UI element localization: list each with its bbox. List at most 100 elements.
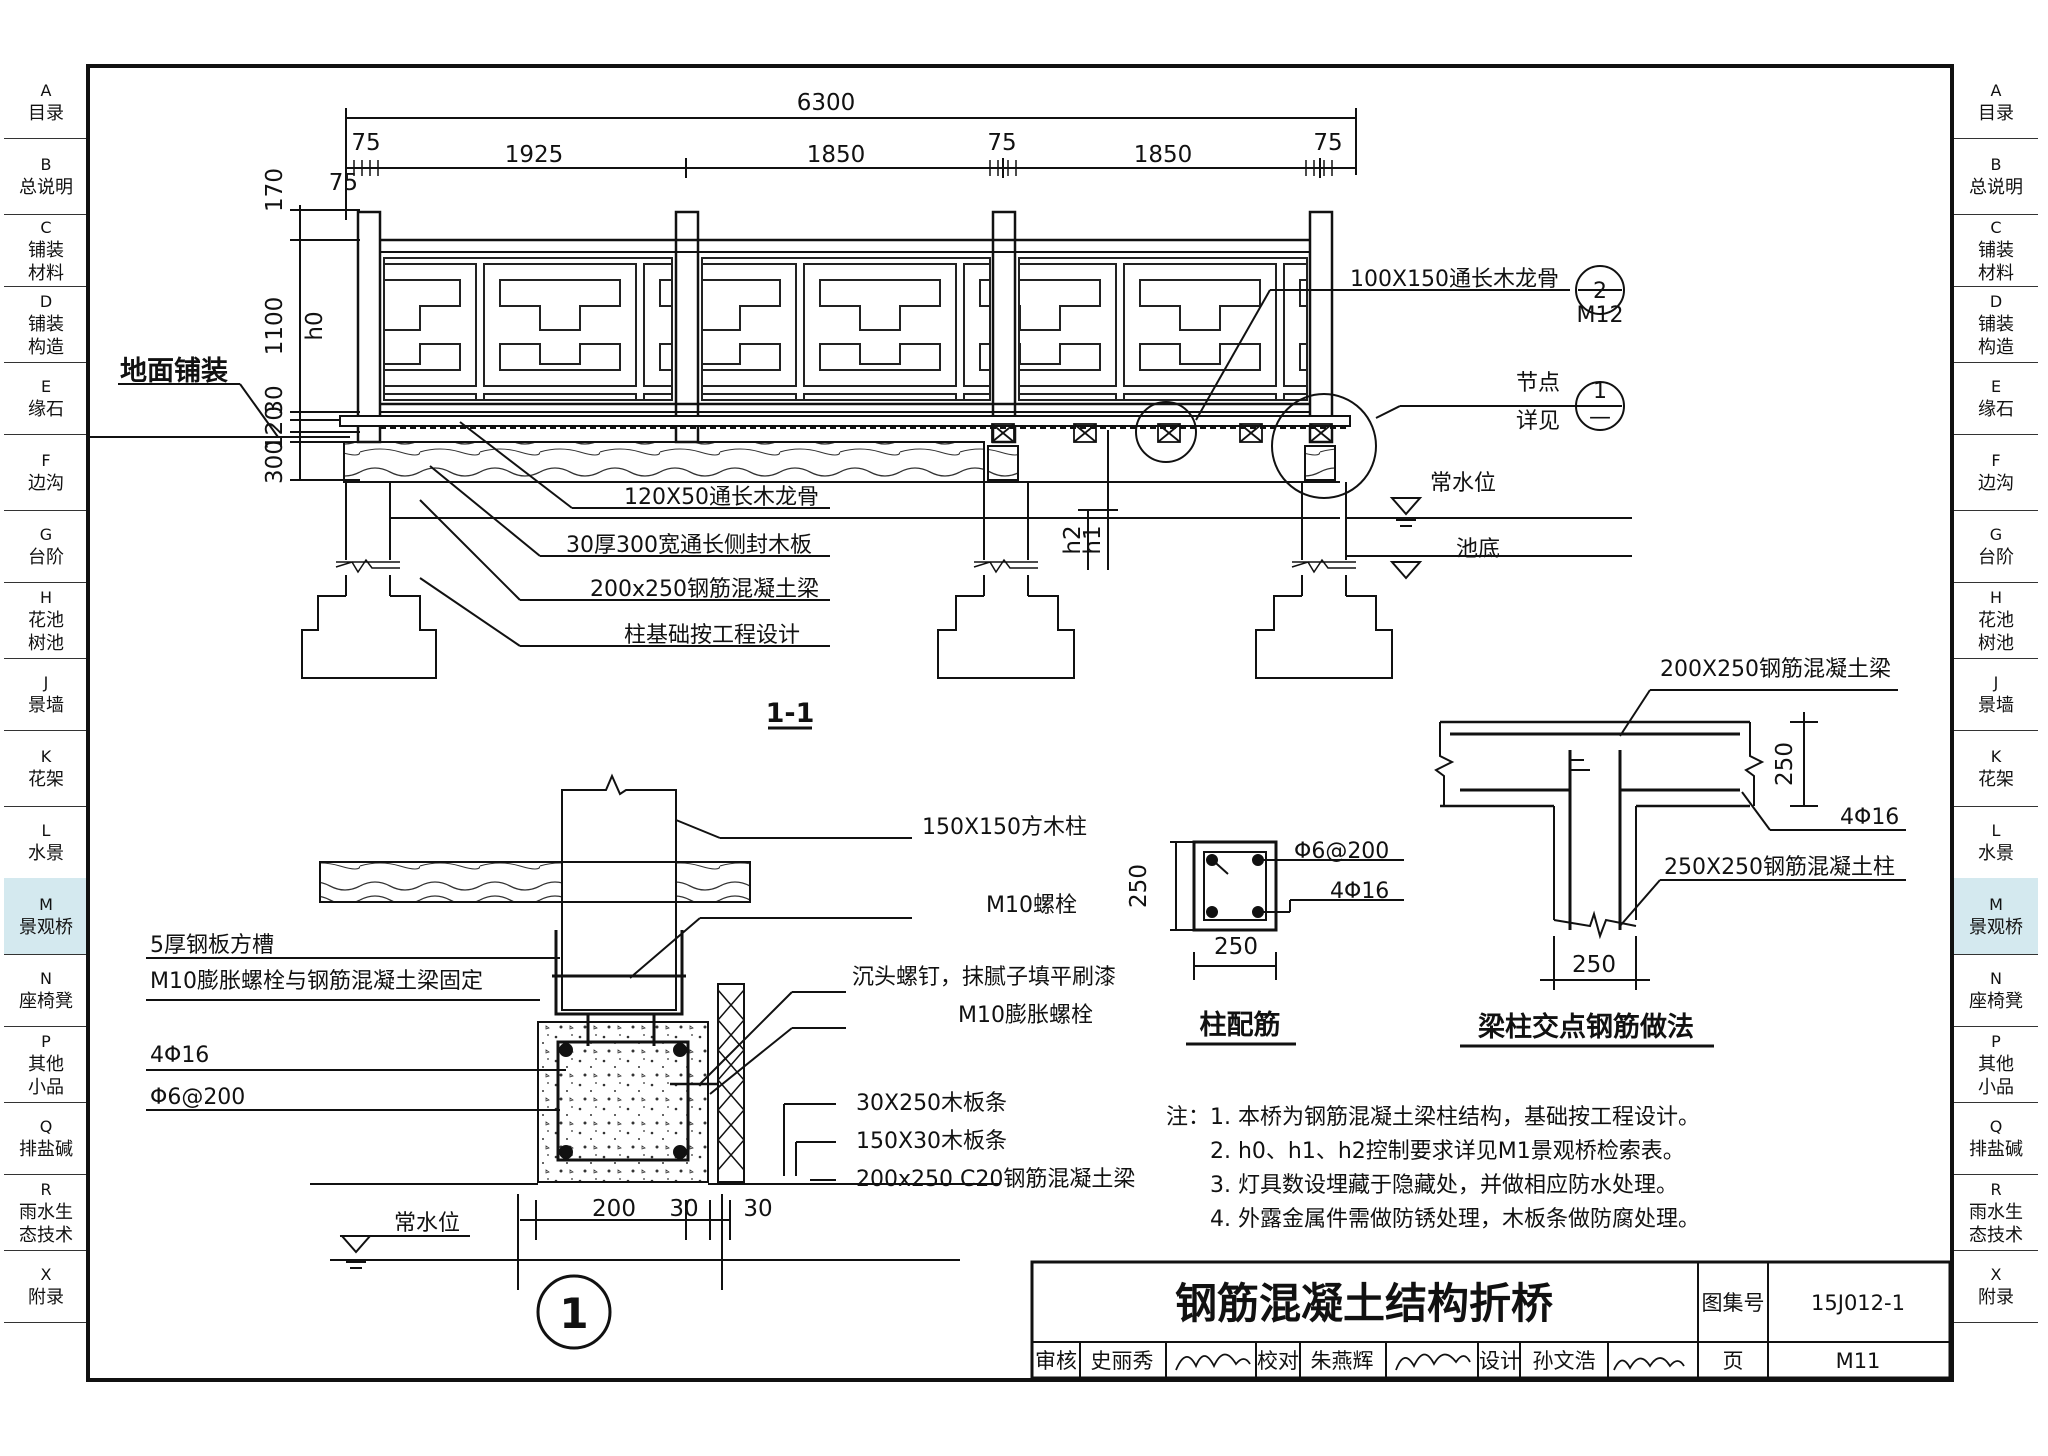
nav-tab-code: L — [41, 821, 51, 840]
nav-tab-label: 铺装 — [28, 313, 64, 335]
nav-tab-code: J — [43, 673, 49, 692]
ref-2-number: 2 — [1593, 279, 1607, 304]
dim-300: 300 — [262, 440, 288, 484]
beam-column-title: 梁柱交点钢筋做法 — [1478, 1011, 1694, 1043]
nav-tab-code: D — [39, 291, 53, 311]
drawing-frame — [86, 64, 1954, 1382]
label-countersunk: 沉头螺钉，抹腻子填平刷漆 — [852, 965, 1116, 990]
nav-tab-m[interactable]: M 景观桥 — [4, 878, 88, 955]
nav-tab-label: 边沟 — [28, 473, 64, 494]
nav-tab-code: N — [1990, 969, 2002, 988]
label-col-main: 4Φ16 — [1330, 879, 1389, 904]
beam-column-joint — [1434, 689, 1906, 1048]
ref-2-sheet: M12 — [1577, 303, 1624, 328]
nav-tab-code: K — [1990, 747, 2002, 766]
nav-tab-label: 座椅凳 — [1969, 991, 2023, 1012]
nav-tab-label: 景观桥 — [19, 917, 73, 938]
nav-tab-code: R — [40, 1179, 52, 1199]
dim-1850-a: 1850 — [807, 142, 866, 168]
nav-tab-code: M — [39, 895, 53, 914]
label-keel-top: 100X150通长木龙骨 — [1350, 267, 1559, 292]
nav-tab-label: 花池 — [28, 609, 64, 631]
nav-tab-n[interactable]: N 座椅凳 — [1954, 954, 2038, 1027]
label-bolt: M10螺栓 — [986, 893, 1077, 918]
nav-tab-label: 排盐碱 — [1969, 1139, 2023, 1160]
dim-col-width: 250 — [1214, 934, 1258, 960]
dim-joint-250: 250 — [1772, 742, 1798, 786]
label-pool-bottom: 池底 — [1456, 537, 1500, 562]
dim-1925: 1925 — [505, 142, 564, 168]
nav-tab-label: 铺装 — [1978, 313, 2014, 335]
nav-tab-code: B — [40, 155, 52, 174]
design-label: 设计 — [1479, 1349, 1521, 1373]
nav-tab-label: 态技术 — [1969, 1224, 2023, 1246]
label-joint-column: 250X250钢筋混凝土柱 — [1664, 855, 1895, 880]
dim-h0: h0 — [302, 311, 328, 340]
nav-tab-code: H — [1989, 587, 2003, 607]
nav-tab-label: 其他 — [1978, 1053, 2014, 1075]
nav-tab-code: J — [1993, 673, 1999, 692]
ref-1-number: 1 — [1593, 379, 1607, 404]
nav-tab-code: A — [40, 81, 52, 100]
dim-75-b: 75 — [987, 130, 1016, 156]
dim-120: 120 — [262, 406, 288, 450]
section-title: 1-1 — [766, 698, 815, 729]
nav-tab-label: 台阶 — [28, 547, 64, 568]
dim-col-height: 250 — [1126, 864, 1152, 908]
dim-75-c: 75 — [1313, 130, 1342, 156]
atlas-number: 15J012-1 — [1811, 1291, 1905, 1315]
nav-tab-label: 铺装 — [1978, 239, 2014, 261]
label-joint-beam: 200X250钢筋混凝土梁 — [1660, 657, 1891, 682]
nav-tab-label: 目录 — [1978, 103, 2014, 124]
nav-tab-code: L — [1991, 821, 2001, 840]
label-rebar-main: 4Φ16 — [150, 1043, 209, 1068]
nav-tab-code: P — [1991, 1031, 2001, 1051]
nav-tab-code: D — [1989, 291, 2003, 311]
nav-tab-code: F — [1991, 451, 2001, 470]
nav-tab-label: 小品 — [1978, 1076, 2014, 1098]
nav-tab-label: 台阶 — [1978, 547, 2014, 568]
nav-tab-code: X — [1990, 1265, 2002, 1284]
dim-30-a: 30 — [669, 1196, 698, 1222]
dim-30-b: 30 — [743, 1196, 772, 1222]
dim-h1: h1 — [1080, 525, 1106, 554]
nav-tab-label: 座椅凳 — [19, 991, 73, 1012]
dim-75-a: 75 — [351, 130, 380, 156]
note-3: 3. 灯具数设埋藏于隐藏处，并做相应防水处理。 — [1210, 1173, 1678, 1198]
nav-tab-label: 雨水生 — [1969, 1201, 2023, 1223]
nav-tab-code: E — [1990, 377, 2002, 396]
nav-tab-label: 其他 — [28, 1053, 64, 1075]
checker-name: 朱燕辉 — [1311, 1349, 1374, 1373]
